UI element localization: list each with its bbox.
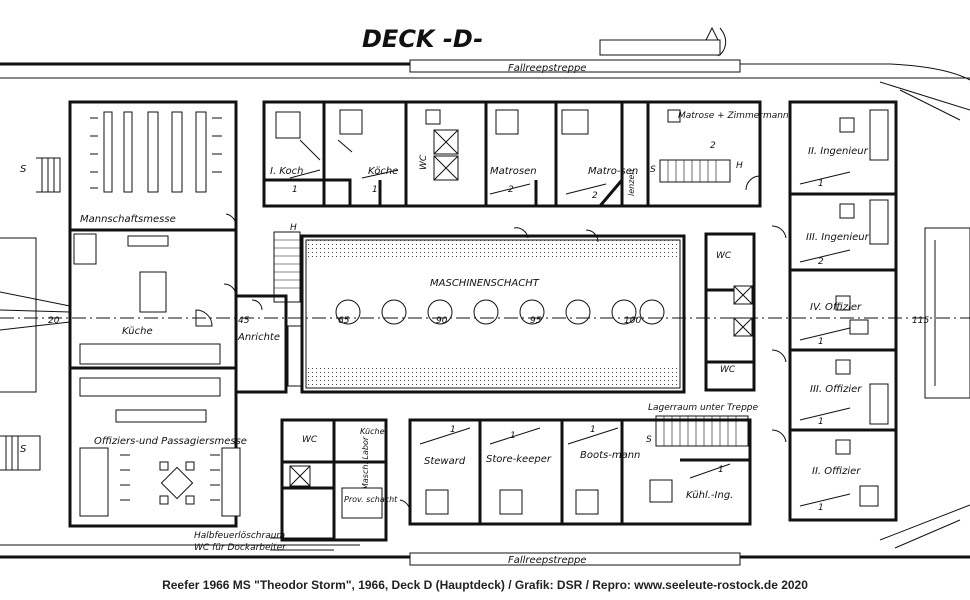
room-kuche-b: Küche	[360, 427, 385, 436]
h-mark-right: H	[736, 161, 743, 171]
shaft-frames	[335, 299, 665, 325]
room-wc-right-1: WC	[716, 251, 732, 261]
h-mark-left: H	[290, 223, 297, 233]
block-right-cabins	[788, 100, 898, 522]
s-mark-left-bottom: S	[20, 444, 27, 455]
room-wc-right-2: WC	[720, 365, 736, 375]
bunk-r4: 1	[818, 417, 824, 427]
room-offz-3: III. Offizier	[810, 384, 862, 395]
mess-tables	[90, 111, 222, 193]
block-right-center	[704, 232, 756, 392]
bunk-r3: 1	[818, 337, 824, 347]
room-koche: Köche	[368, 166, 398, 177]
bunk-2a: 2	[508, 185, 514, 195]
room-storekeeper: Store-keeper	[486, 454, 552, 465]
room-bootsmann: Boots-mann	[580, 450, 640, 461]
room-anrichte-box	[234, 294, 288, 394]
room-koch: I. Koch	[270, 166, 303, 177]
fallreep-top	[409, 59, 741, 73]
room-offz-2: II. Offizier	[812, 466, 861, 477]
frame-65: 65	[338, 316, 350, 326]
s-mark-left-top: S	[20, 164, 27, 175]
frame-20: 20	[48, 316, 60, 326]
bunk-b2: 1	[510, 431, 516, 441]
block-bottom-cabins	[408, 418, 752, 526]
right-cabin-furniture	[799, 109, 889, 507]
room-kuehl-ing: Kühl.-Ing.	[686, 490, 733, 501]
image-caption: Reefer 1966 MS "Theodor Storm", 1966, De…	[162, 578, 808, 592]
room-maschinenschacht: MASCHINENSCHACHT	[430, 278, 540, 289]
frame-45: 45	[238, 316, 250, 326]
bunk-1a: 1	[292, 185, 298, 195]
bunk-2b: 2	[592, 191, 598, 201]
room-offz-4: IV. Offizier	[810, 302, 862, 313]
room-steward: Steward	[424, 456, 466, 467]
bunk-1b: 1	[372, 185, 378, 195]
room-offiziersmesse: Offiziers-und Passagiersmesse	[94, 436, 247, 447]
room-mannschaftsmesse: Mannschaftsmesse	[80, 214, 176, 225]
room-lagerraum: Lagerraum unter Treppe	[648, 403, 759, 413]
room-lenzen: lenzen	[627, 170, 636, 196]
bunk-b3: 1	[590, 425, 596, 435]
room-kueche: Küche	[122, 326, 153, 337]
bottom-cabin-furniture	[419, 427, 731, 515]
room-ing-3: III. Ingenieur	[806, 232, 870, 243]
maschinenschacht	[300, 234, 686, 394]
deck-title: DECK -D-	[362, 25, 483, 53]
room-matrosen-2: Matro-sen	[588, 166, 638, 177]
round-table	[159, 461, 195, 505]
bunk-r2: 2	[818, 257, 824, 267]
bunk-r5: 1	[818, 503, 824, 513]
top-cabin-furniture	[275, 109, 681, 195]
deck-plan: DECK -D- Fallreepstreppe Fallreepstreppe…	[0, 25, 970, 566]
frame-90: 90	[436, 316, 448, 326]
room-matrosen-1: Matrosen	[490, 166, 537, 177]
bunk-r1: 1	[818, 179, 824, 189]
room-wc-top: WC	[419, 154, 429, 170]
room-wc-dock: WC für Dockarbeiter	[194, 543, 287, 553]
frame-100: 100	[624, 316, 641, 326]
s-mark-stair-top: S	[650, 165, 656, 175]
room-ing-2: II. Ingenieur	[808, 146, 869, 157]
bunk-2c: 2	[710, 141, 716, 151]
door-swings	[223, 175, 787, 513]
fallreep-top-label: Fallreepstreppe	[508, 63, 586, 74]
fallreep-bottom	[409, 552, 741, 566]
room-wc-bottom: WC	[302, 435, 318, 445]
frame-115: 115	[912, 316, 929, 326]
s-mark-stair-bottom: S	[646, 435, 652, 445]
room-matrose-zimmermann: Matrose + Zimmermann	[678, 111, 789, 121]
frame-95: 95	[530, 316, 542, 326]
bunk-b4: 1	[718, 465, 724, 475]
fallreep-bottom-label: Fallreepstreppe	[508, 555, 586, 566]
room-masch-labor: Masch. Labor	[361, 436, 370, 490]
bunk-b1: 1	[450, 425, 456, 435]
block-top-cabins	[262, 100, 762, 208]
room-prov-schacht: Prov. schacht	[344, 495, 398, 504]
room-halbfeuer: Halbfeuerlöschraum	[194, 531, 285, 541]
room-anrichte: Anrichte	[237, 332, 280, 343]
